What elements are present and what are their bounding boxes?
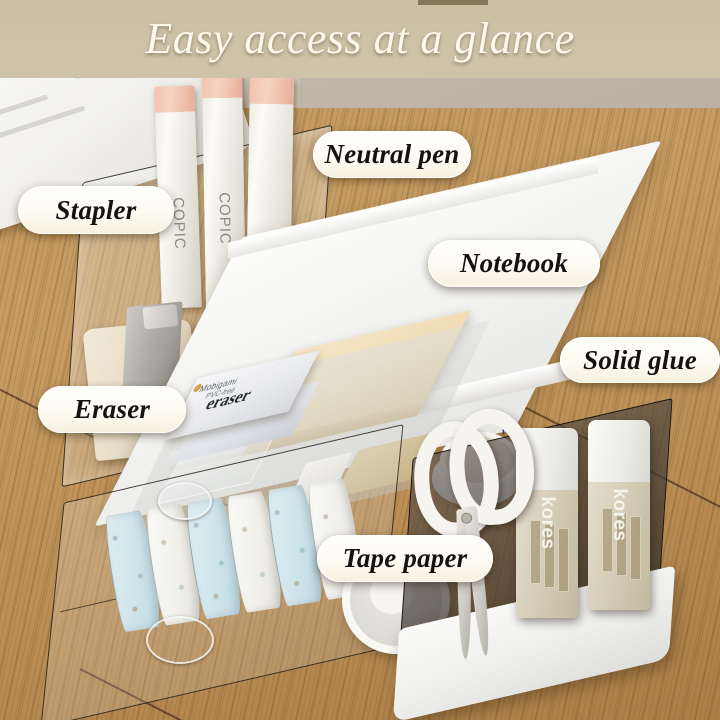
glue-stick: kores <box>588 420 650 610</box>
glue-cap <box>516 428 578 494</box>
callout-solid-glue: Solid glue <box>560 337 720 383</box>
callout-stapler: Stapler <box>18 186 174 234</box>
glue-stick: kores <box>516 428 578 618</box>
callout-eraser: Eraser <box>38 386 186 433</box>
header-banner: Easy access at a glance <box>0 0 720 78</box>
glue-barrel <box>516 490 578 618</box>
callout-notebook: Notebook <box>428 240 600 287</box>
drawer-handle-ring[interactable] <box>146 616 214 664</box>
callout-neutral-pen: Neutral pen <box>313 131 471 178</box>
callout-tape-paper: Tape paper <box>317 535 493 582</box>
glue-brand-label: kores <box>609 488 630 542</box>
drawer-handle-ring[interactable] <box>158 482 212 520</box>
glue-barrel <box>588 482 650 610</box>
glue-cap <box>588 420 650 486</box>
marker-cap <box>201 78 243 99</box>
marker-cap <box>154 85 196 113</box>
banner-notch <box>418 0 488 5</box>
page-title: Easy access at a glance <box>145 14 575 63</box>
scissors <box>410 406 544 660</box>
marker-cap <box>249 78 294 105</box>
glue-brand-label: kores <box>537 496 558 550</box>
